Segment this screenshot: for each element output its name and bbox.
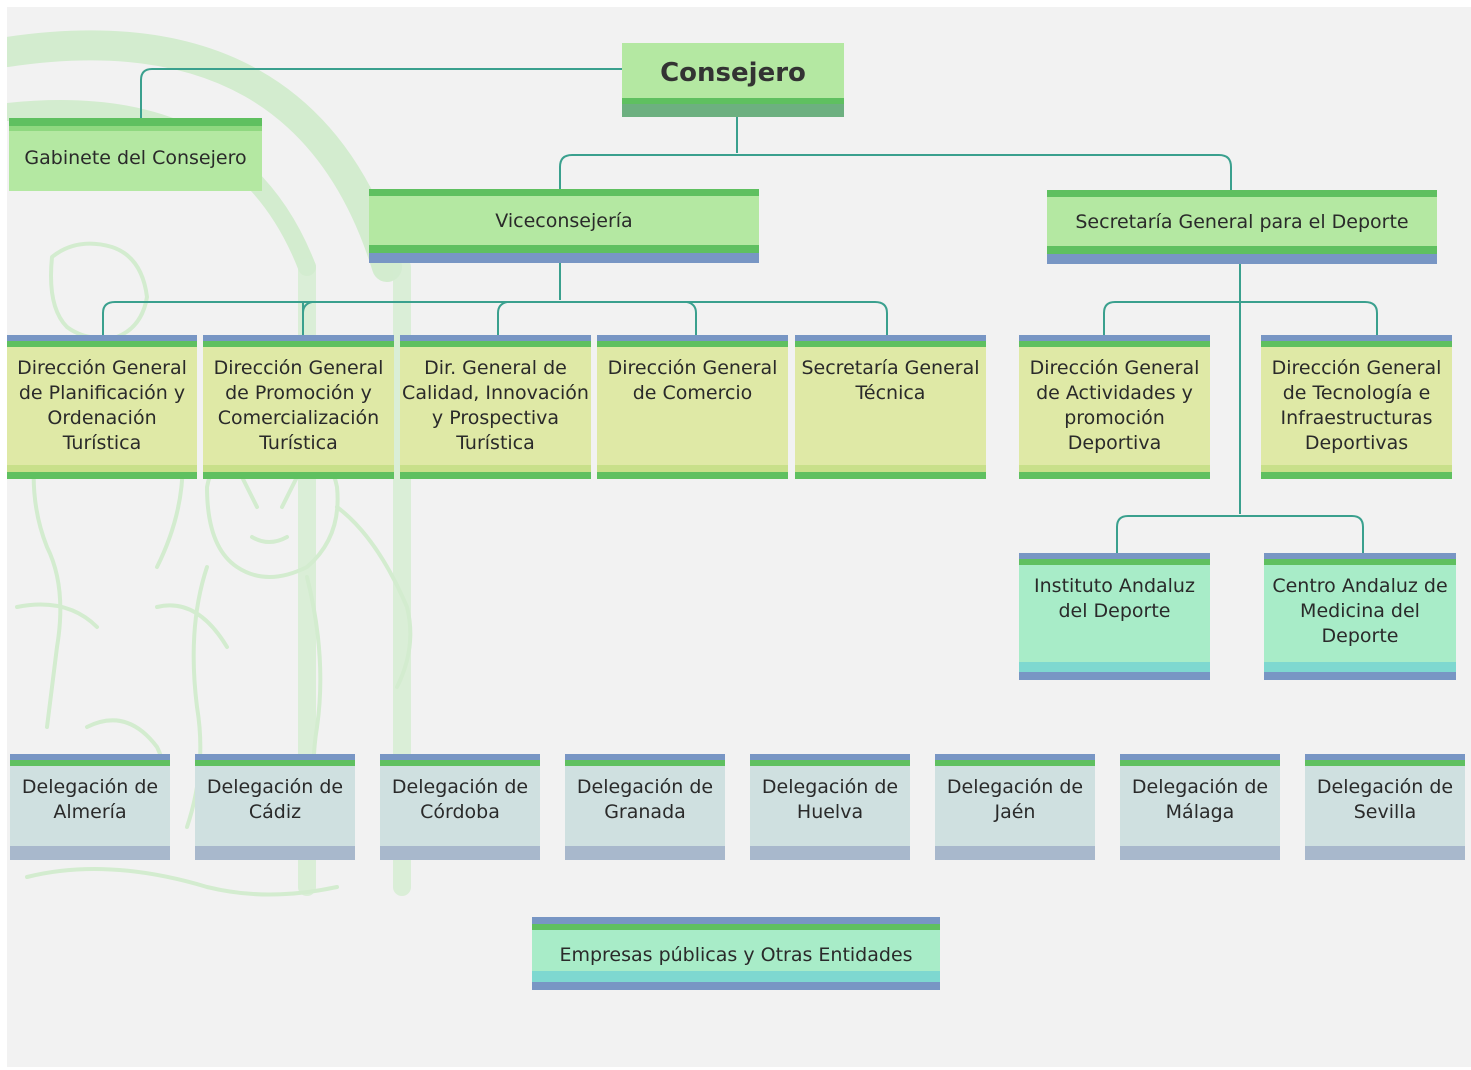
delegacion-label: Delegación de Granada bbox=[576, 776, 714, 823]
secretaria-tecnica-box[interactable]: Secretaría General Técnica bbox=[795, 335, 986, 479]
delegacion-cadiz-box[interactable]: Delegación de Cádiz bbox=[195, 754, 355, 860]
delegacion-label: Delegación de Sevilla bbox=[1316, 776, 1454, 823]
delegacion-malaga-box[interactable]: Delegación de Málaga bbox=[1120, 754, 1280, 860]
directorate-label: Dirección General de Planificación y Ord… bbox=[17, 357, 187, 454]
delegacion-granada-box[interactable]: Delegación de Granada bbox=[565, 754, 725, 860]
empresas-label: Empresas públicas y Otras Entidades bbox=[559, 944, 913, 966]
delegacion-label: Delegación de Almería bbox=[21, 776, 159, 823]
delegacion-label: Delegación de Huelva bbox=[761, 776, 899, 823]
directorate-promocion-box[interactable]: Dirección General de Promoción y Comerci… bbox=[203, 335, 394, 479]
consejero-label: Consejero bbox=[660, 57, 806, 88]
entity-label: Instituto Andaluz del Deporte bbox=[1034, 575, 1195, 622]
directorate-actividades-box[interactable]: Dirección General de Actividades y promo… bbox=[1019, 335, 1210, 479]
delegacion-label: Delegación de Cádiz bbox=[206, 776, 344, 823]
delegacion-sevilla-box[interactable]: Delegación de Sevilla bbox=[1305, 754, 1465, 860]
empresas-publicas-box[interactable]: Empresas públicas y Otras Entidades bbox=[532, 917, 940, 990]
directorate-label: Dirección General de Tecnología e Infrae… bbox=[1271, 357, 1442, 454]
directorate-calidad-box[interactable]: Dir. General de Calidad, Innovación y Pr… bbox=[400, 335, 591, 479]
delegacion-cordoba-box[interactable]: Delegación de Córdoba bbox=[380, 754, 540, 860]
delegacion-label: Delegación de Málaga bbox=[1131, 776, 1269, 823]
directorate-tecnologia-box[interactable]: Dirección General de Tecnología e Infrae… bbox=[1261, 335, 1452, 479]
entity-label: Centro Andaluz de Medicina del Deporte bbox=[1272, 575, 1448, 647]
connector-lines bbox=[102, 68, 1378, 555]
viceconsejeria-label: Viceconsejería bbox=[495, 209, 633, 232]
delegacion-almeria-box[interactable]: Delegación de Almería bbox=[10, 754, 170, 860]
secretaria-deporte-box[interactable]: Secretaría General para el Deporte bbox=[1047, 190, 1437, 264]
gabinete-box[interactable]: Gabinete del Consejero bbox=[9, 118, 262, 191]
org-chart-canvas: Consejero Gabinete del Consejero Vicecon… bbox=[7, 7, 1471, 1067]
directorate-comercio-box[interactable]: Dirección General de Comercio bbox=[597, 335, 788, 479]
directorate-label: Dirección General de Comercio bbox=[607, 357, 778, 404]
viceconsejeria-box[interactable]: Viceconsejería bbox=[369, 189, 759, 263]
instituto-andaluz-deporte-box[interactable]: Instituto Andaluz del Deporte bbox=[1019, 553, 1210, 680]
delegacion-jaen-box[interactable]: Delegación de Jaén bbox=[935, 754, 1095, 860]
delegacion-label: Delegación de Jaén bbox=[946, 776, 1084, 823]
gabinete-label: Gabinete del Consejero bbox=[24, 147, 247, 169]
directorate-label: Dirección General de Actividades y promo… bbox=[1029, 357, 1200, 454]
delegacion-label: Delegación de Córdoba bbox=[391, 776, 529, 823]
directorate-label: Dir. General de Calidad, Innovación y Pr… bbox=[402, 357, 589, 454]
directorate-label: Secretaría General Técnica bbox=[801, 357, 980, 404]
consejero-box[interactable]: Consejero bbox=[622, 43, 844, 117]
directorate-planificacion-box[interactable]: Dirección General de Planificación y Ord… bbox=[7, 335, 197, 479]
secretaria-deporte-label: Secretaría General para el Deporte bbox=[1075, 210, 1409, 233]
directorate-label: Dirección General de Promoción y Comerci… bbox=[213, 357, 384, 454]
delegacion-huelva-box[interactable]: Delegación de Huelva bbox=[750, 754, 910, 860]
centro-medicina-deporte-box[interactable]: Centro Andaluz de Medicina del Deporte bbox=[1264, 553, 1456, 680]
